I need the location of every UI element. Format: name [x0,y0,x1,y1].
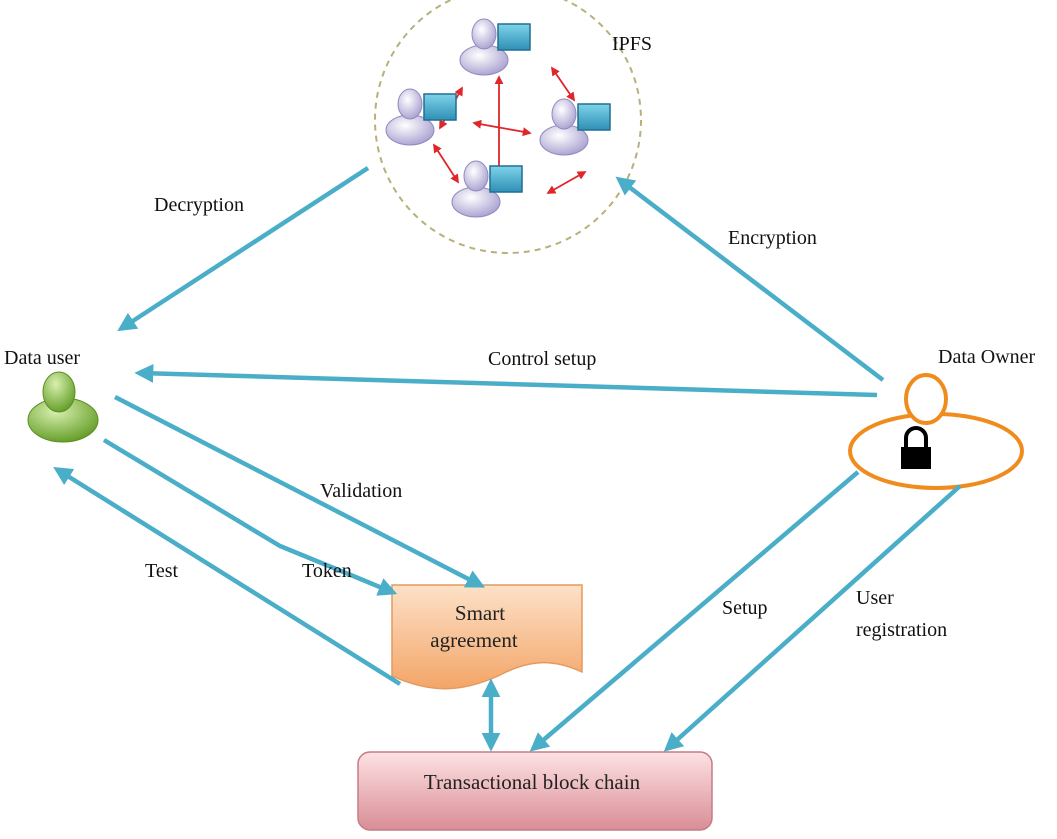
setup-label: Setup [722,597,768,619]
test-arrow [53,466,402,686]
decryption-label: Decryption [154,194,244,216]
control-setup-label: Control setup [488,348,596,370]
smart-agreement-node: Smart agreement [391,584,583,690]
validation-label: Validation [320,480,402,502]
edge-labels: Decryption Encryption Control setup Vali… [145,194,947,641]
blockchain-label: Transactional block chain [424,770,641,794]
person-lock-icon [848,373,1024,490]
ipfs-network: IPFS [374,0,652,254]
data-user-label: Data user [4,347,80,369]
smart-agreement-label-line2: agreement [430,628,518,652]
token-arrow [102,438,398,596]
smart-agreement-shape [391,584,583,690]
data-owner-node: Data Owner [848,346,1036,490]
user-registration-label-line2: registration [856,619,947,641]
connectors [53,166,962,752]
data-user-node: Data user [4,347,99,443]
person-icon [27,371,99,443]
data-owner-label: Data Owner [938,346,1036,368]
encryption-arrow [615,176,885,382]
encryption-label: Encryption [728,227,817,249]
blockchain-box [357,751,713,831]
test-label: Test [145,560,178,582]
ipfs-label: IPFS [612,33,652,55]
blockchain-node: Transactional block chain [357,751,713,831]
user-registration-arrow [663,484,962,752]
decryption-arrow [117,166,370,332]
validation-arrow [113,394,486,588]
token-label: Token [302,560,352,582]
smart-agreement-label-line1: Smart [455,601,505,625]
user-registration-label-line1: User [856,587,894,609]
control-setup-arrow [134,363,878,398]
setup-arrow [529,470,860,752]
